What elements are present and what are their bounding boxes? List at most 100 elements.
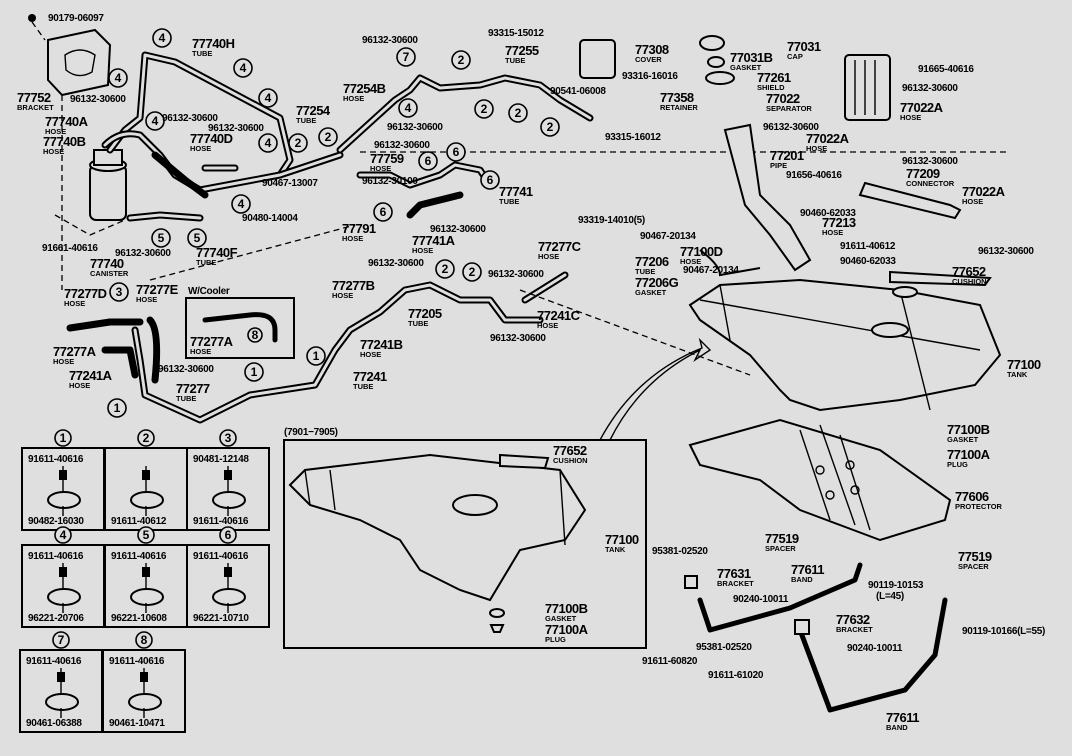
callout-marker: 4 [398,98,418,118]
part-label: 96132-30600 [208,123,265,134]
svg-text:2: 2 [442,262,449,276]
part-label: 96132-30600 [162,113,219,124]
part-label: 91665-40616 [918,64,975,75]
part-number: 96132-30600 [362,35,418,46]
part-name: SHIELD [757,83,785,92]
part-label: 96132-30600 [158,364,215,375]
part-name: HOSE [43,147,64,156]
part-number: 77652 [553,443,587,458]
part-number: 77791 [342,221,376,236]
part-number: 90179-06097 [48,13,104,24]
part-label: 90179-06097 [48,13,105,24]
part-number: 77740A [45,114,89,129]
part-name: BAND [791,575,813,584]
protector-77606 [688,418,952,542]
part-name: TUBE [296,116,316,125]
part-number: 96132-30600 [978,246,1034,257]
callout-marker: 6 [373,202,393,222]
part-labels: 90179-0609777752BRACKET96132-3060077740A… [17,13,1045,732]
clamp-bottom-part: 96221-10608 [111,613,167,624]
bracket-77752 [47,28,112,97]
part-name: TUBE [192,49,212,58]
part-name: BAND [886,723,908,732]
clamp-bottom-part: 90461-10471 [109,718,165,729]
svg-text:4: 4 [265,136,272,150]
svg-text:2: 2 [325,130,332,144]
clamp-top-part: 91611-40616 [111,551,167,562]
part-number: 77022A [962,184,1006,199]
part-number: 91656-40616 [786,170,842,181]
part-number: 77611 [791,562,824,577]
part-label: 90467-13007 [262,178,319,189]
part-number: 77740 [90,256,124,271]
inset-tank-box [283,439,647,649]
callout-marker: 3 [109,282,129,302]
fuel-tank-77100 [688,270,1002,412]
callout-marker: 1 [306,346,326,366]
clamp-top-part: 90481-12148 [193,454,249,465]
part-name: TUBE [635,267,655,276]
part-number: 96132-30600 [162,113,218,124]
clamp-number-circle [137,429,155,447]
part-number: 91611-40612 [840,241,896,252]
part-name: TUBE [353,382,373,391]
part-label: 93315-15012 [488,28,545,39]
part-name: GASKET [635,288,667,297]
part-number: 77100A [947,447,991,462]
part-number: 77740B [43,134,86,149]
callout-marker: 2 [474,99,494,119]
part-label: 90480-14004 [242,213,299,224]
canister-77740 [89,149,127,221]
clamp-reference-table: 191611-4061690482-16030291611-4061239048… [19,429,270,733]
part-name: HOSE [53,357,74,366]
part-number: 77206G [635,275,679,290]
svg-text:4: 4 [152,114,159,128]
part-label: 96132-30600 [70,94,127,105]
part-number: 77241C [537,308,581,323]
svg-text:4: 4 [240,61,247,75]
part-label: 96132-30600 [368,258,425,269]
part-number: 77519 [765,531,799,546]
part-label: 96132-30600 [387,122,444,133]
svg-text:4: 4 [115,71,122,85]
clamp-number-circle [52,631,70,649]
part-number: 77277A [53,344,97,359]
clamp-number: 7 [58,633,65,647]
part-number: 77277C [538,239,582,254]
clamp-number: 2 [143,431,150,445]
part-label: 96132-30600 [902,156,959,167]
part-label: 91611-61020 [708,670,764,681]
part-label: 90541-06008 [550,86,607,97]
callout-marker: 2 [508,103,528,123]
part-number: 77031 [787,39,821,54]
part-number: 77100 [1007,357,1041,372]
part-number: 77201 [770,148,804,163]
svg-text:2: 2 [481,102,488,116]
clamp-number: 6 [225,528,232,542]
part-name: TUBE [505,56,525,65]
svg-text:2: 2 [515,106,522,120]
part-number: 77213 [822,215,856,230]
clamp-icon [130,588,164,606]
part-name: HOSE [370,164,391,173]
part-number: 96132-30600 [387,122,443,133]
clamp-number-circle [135,631,153,649]
clamp-number-circle [54,429,72,447]
part-name: GASKET [545,614,577,623]
